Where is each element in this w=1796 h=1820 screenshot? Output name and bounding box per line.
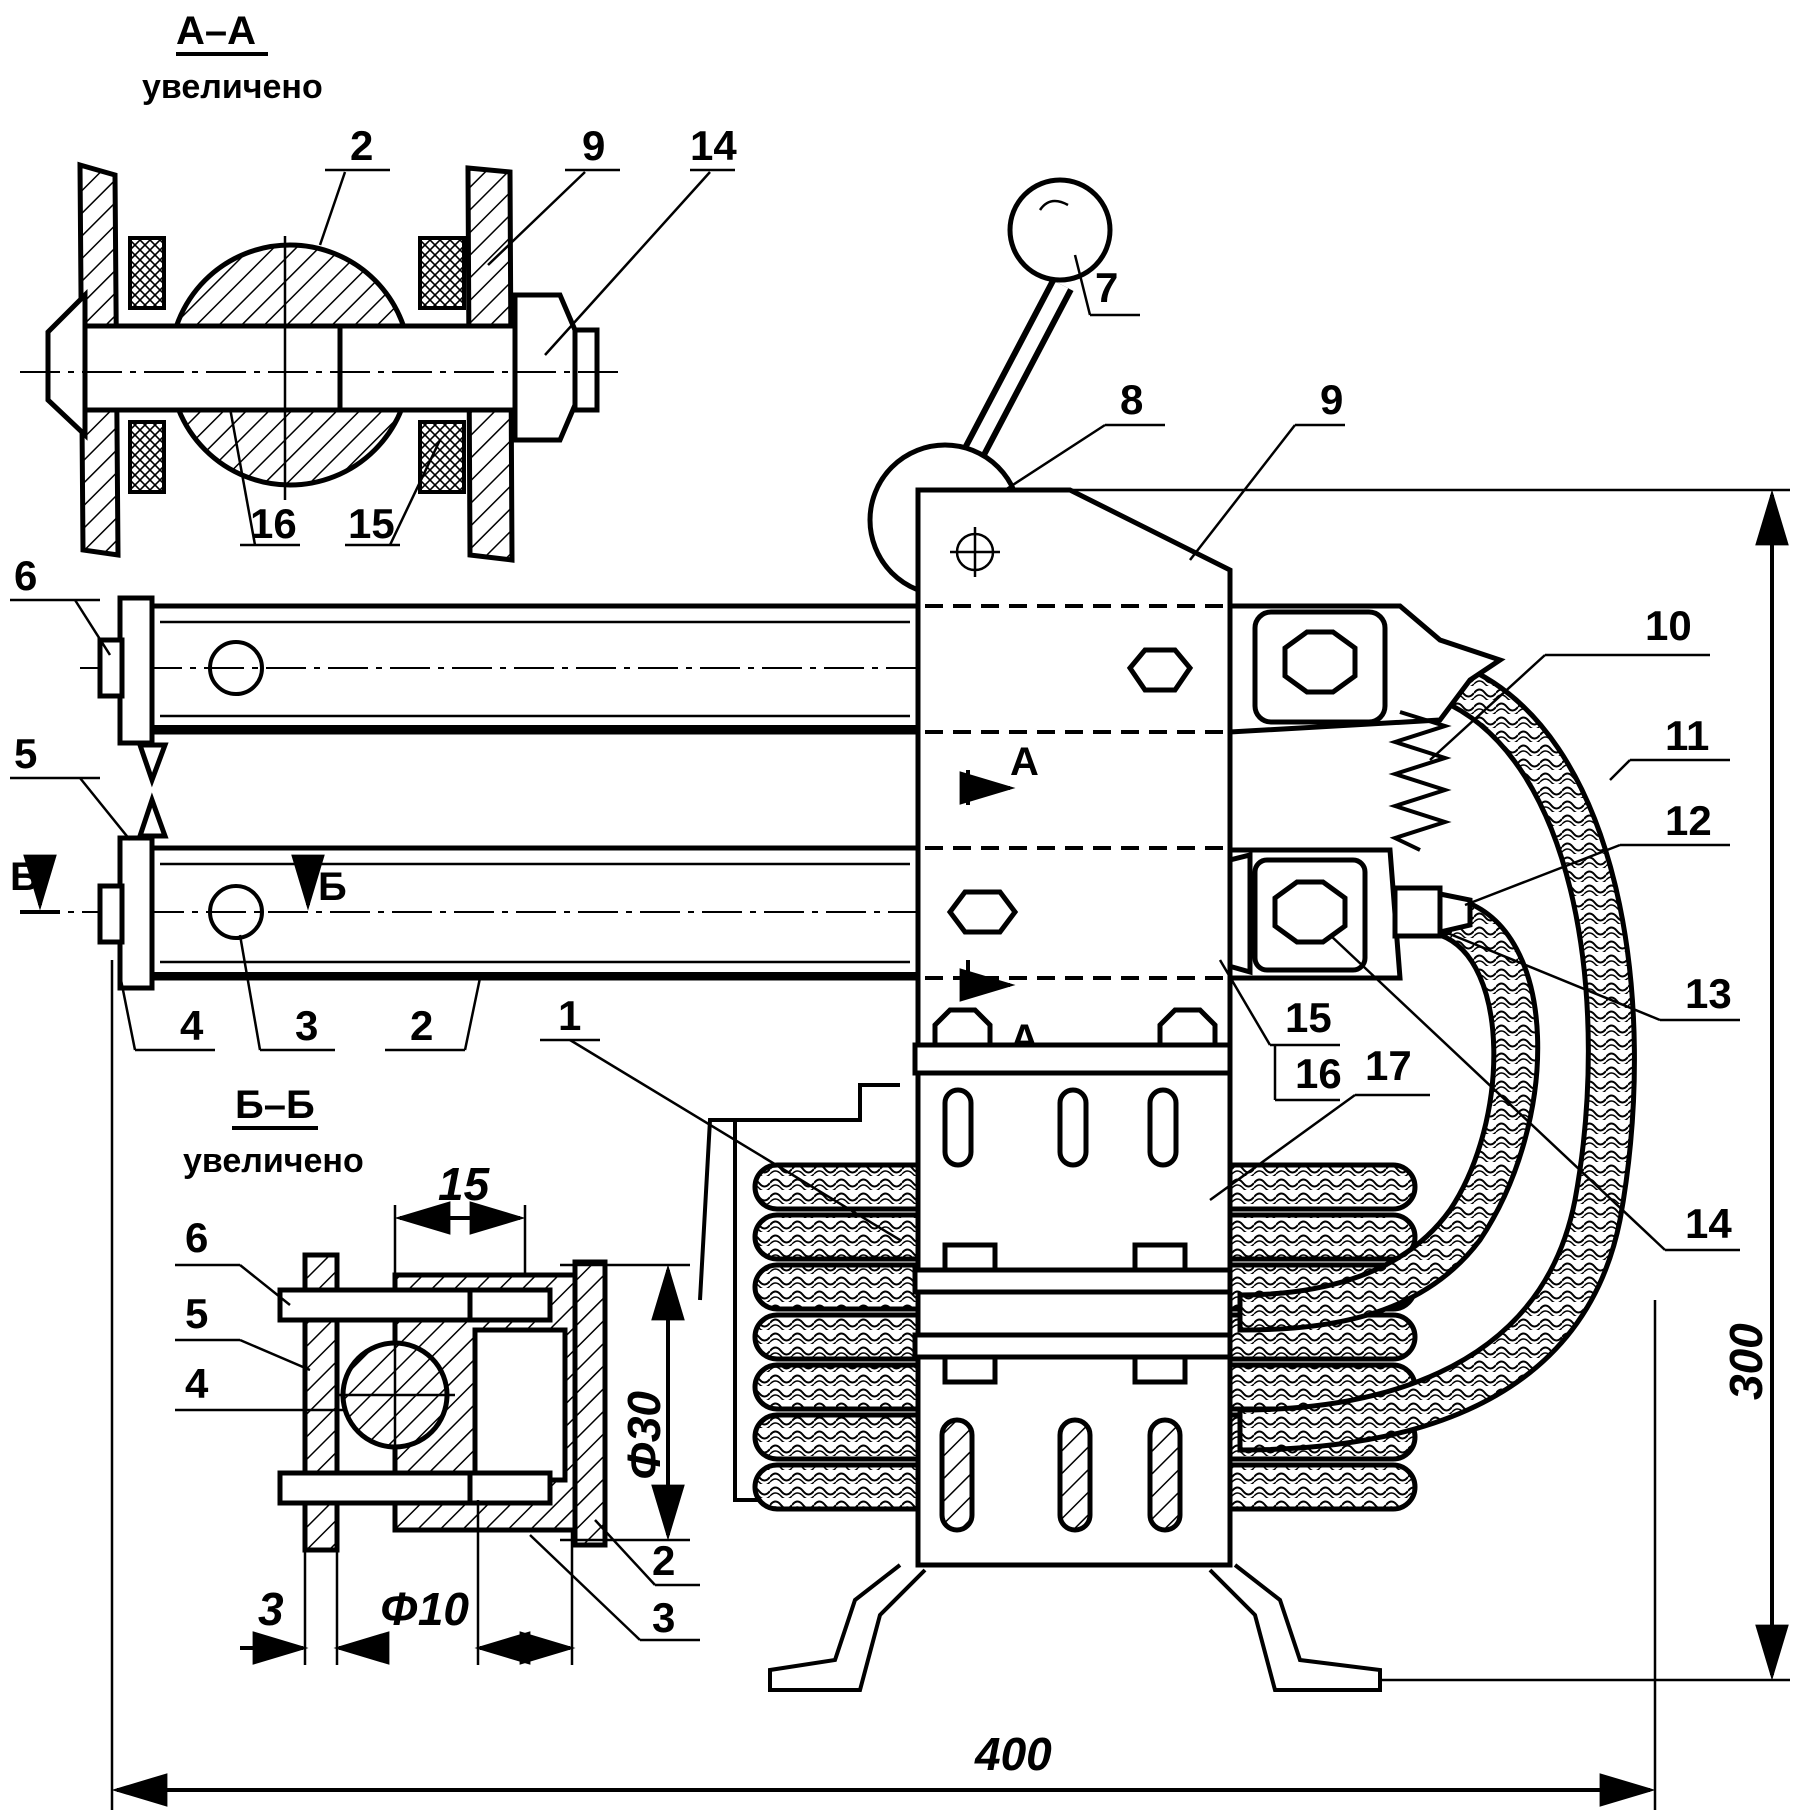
label-9: 9	[1320, 376, 1343, 423]
aa-nut	[512, 292, 578, 443]
label-15: 15	[1285, 994, 1332, 1041]
label-3: 3	[295, 1002, 318, 1049]
section-aa: А–А увеличено 2 9 14 16	[20, 9, 737, 563]
label-17: 17	[1365, 1042, 1412, 1089]
bb-cavity	[472, 1327, 568, 1483]
bb-label-6: 6	[185, 1214, 208, 1261]
label-8: 8	[1120, 376, 1143, 423]
aa-label-15: 15	[348, 500, 395, 547]
slot	[1147, 1417, 1183, 1533]
lower-nut-6	[97, 883, 125, 945]
section-mark-b-right: Б	[318, 865, 347, 909]
side-plate-9	[915, 487, 1233, 1568]
section-mark-a-top: А	[1010, 740, 1039, 784]
slot	[1147, 1087, 1179, 1168]
lower-clamp-bolt	[1272, 879, 1348, 945]
clamp-bar-top	[912, 1042, 1233, 1076]
dimension-d30: Φ30	[618, 1391, 670, 1480]
dimension-15: 15	[438, 1158, 491, 1210]
aa-label-16: 16	[250, 500, 297, 547]
label-16: 16	[1295, 1050, 1342, 1097]
upper-nut-6	[97, 637, 125, 699]
lower-electrode-tip	[136, 792, 169, 839]
label-1: 1	[558, 992, 581, 1039]
cable-lower	[1237, 897, 1541, 1333]
plate-bolt-lower-left	[946, 889, 1019, 935]
foot-right	[1208, 1563, 1382, 1692]
upper-electrode-tip	[136, 742, 169, 788]
label-10: 10	[1645, 602, 1692, 649]
spring-10	[1388, 710, 1452, 852]
section-bb-title: Б–Б	[235, 1083, 315, 1127]
aa-bolt-head	[45, 288, 88, 441]
cable-11	[1237, 661, 1637, 1453]
aa-bolt-end	[572, 327, 600, 413]
aa-label-9: 9	[582, 122, 605, 169]
main-view: 300 400	[10, 177, 1790, 1810]
label-4: 4	[180, 1002, 204, 1049]
aa-label-2: 2	[350, 122, 373, 169]
label-2: 2	[410, 1002, 433, 1049]
section-bb: Б–Б увеличено 15 Φ30	[175, 1083, 700, 1665]
clamp-bar-mid-top	[912, 1267, 1233, 1295]
dimension-3: 3	[258, 1583, 284, 1635]
slot	[1057, 1417, 1093, 1533]
slot	[1057, 1087, 1089, 1168]
upper-clamp-bolt	[1282, 629, 1358, 695]
aa-label-14: 14	[690, 122, 737, 169]
dimension-height: 300	[1720, 1323, 1772, 1400]
aa-washer-right-bottom	[418, 420, 466, 494]
bb-label-5: 5	[185, 1290, 208, 1337]
aa-threaded-insert	[337, 323, 518, 413]
upper-electrode-holder	[117, 595, 155, 746]
dimension-width: 400	[974, 1728, 1052, 1780]
label-13: 13	[1685, 970, 1732, 1017]
label-12: 12	[1665, 797, 1712, 844]
label-6: 6	[14, 552, 37, 599]
section-aa-title: А–А	[176, 9, 256, 53]
terminal-12	[1392, 885, 1443, 939]
clamp-bar-mid-bottom	[912, 1332, 1233, 1360]
lower-electrode-holder	[117, 835, 155, 991]
bb-label-4: 4	[185, 1360, 209, 1407]
section-aa-subtitle: увеличено	[142, 68, 323, 106]
section-mark-b-left: Б	[10, 855, 39, 899]
dimension-d10: Φ10	[380, 1583, 469, 1635]
foot-left	[768, 1563, 927, 1692]
label-7: 7	[1095, 264, 1118, 311]
aa-washer-left-top	[128, 236, 166, 310]
slot	[939, 1417, 975, 1533]
label-5: 5	[14, 730, 37, 777]
bb-label-2: 2	[652, 1537, 675, 1584]
label-14: 14	[1685, 1200, 1732, 1247]
label-11: 11	[1665, 712, 1709, 759]
slot	[942, 1087, 974, 1168]
bb-side-plate	[572, 1259, 608, 1548]
lever-knob-7	[1007, 177, 1113, 283]
aa-washer-left-bottom	[128, 420, 166, 494]
section-bb-subtitle: увеличено	[183, 1142, 364, 1180]
aa-washer-right-top	[418, 236, 466, 310]
bb-label-3: 3	[652, 1594, 675, 1641]
plate-bolt-upper	[1126, 647, 1194, 693]
